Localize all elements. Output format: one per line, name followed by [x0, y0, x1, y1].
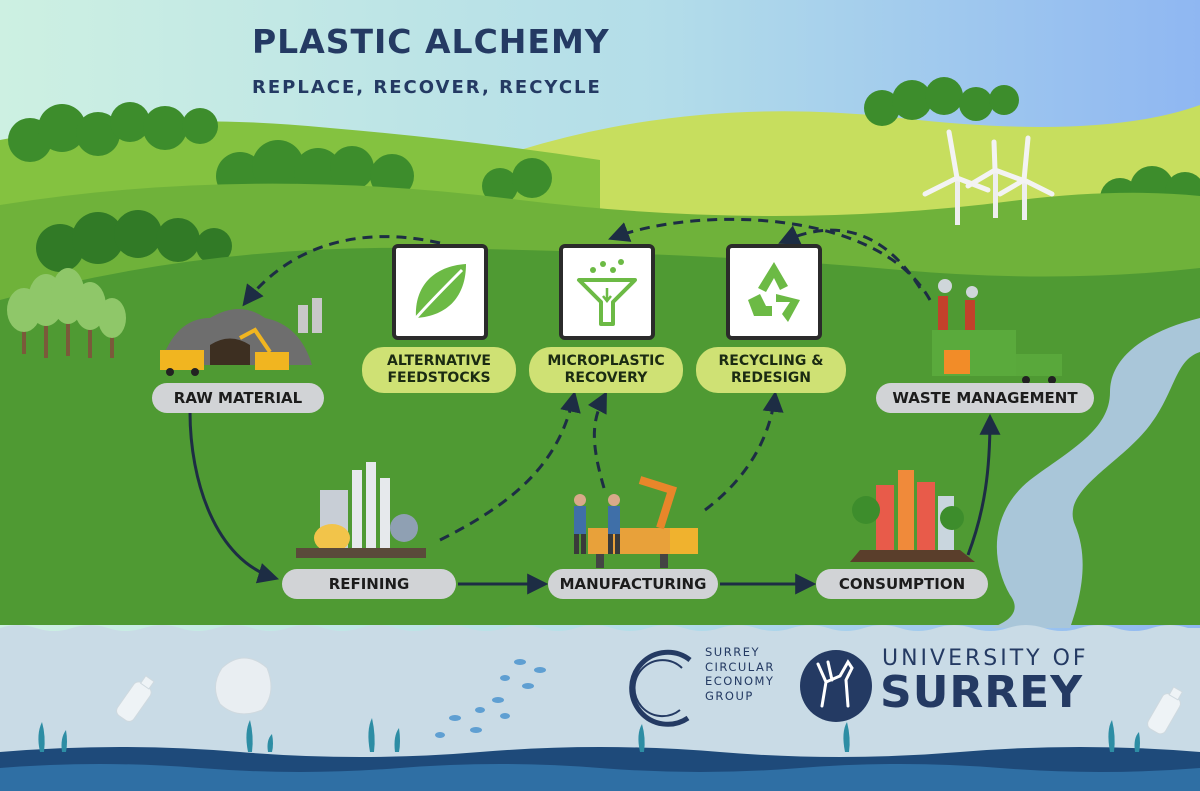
manufacturing-illustration [574, 476, 698, 568]
raw-material-illustration [160, 298, 322, 376]
stage-raw-material: RAW MATERIAL [152, 383, 324, 413]
orchard-trees [7, 268, 126, 358]
leaf-icon [392, 244, 488, 340]
solution-label: MICROPLASTIC RECOVERY [547, 353, 665, 386]
sceg-line: ECONOMY [705, 674, 775, 688]
seaweed [38, 718, 1140, 752]
solution-label: ALTERNATIVE FEEDSTOCKS [387, 353, 491, 386]
arrow-waste-to-microplastic [608, 217, 932, 301]
page-title: PLASTIC ALCHEMY [252, 22, 610, 61]
sceg-line: CIRCULAR [705, 659, 775, 674]
recycle-icon [726, 244, 822, 340]
arrow-manufacturing-to-recycling [704, 390, 784, 512]
solid-flow-arrows [188, 411, 1001, 595]
plastic-bag [215, 657, 272, 715]
mid-trees [36, 210, 232, 272]
university-name-top: UNIVERSITY OF [882, 646, 1089, 671]
arrow-raw-to-refining [188, 411, 280, 584]
solution-microplastic-recovery: MICROPLASTIC RECOVERY [529, 347, 683, 393]
water [0, 625, 1200, 791]
arrow-feedstock-to-raw [242, 235, 441, 307]
stage-waste-management: WASTE MANAGEMENT [876, 383, 1094, 413]
page-subtitle: REPLACE, RECOVER, RECYCLE [252, 77, 602, 98]
stage-manufacturing: MANUFACTURING [548, 569, 718, 599]
consumption-illustration [850, 470, 975, 562]
plastic-bottle-left [116, 675, 155, 722]
arrow-waste-to-recycling [778, 225, 922, 289]
wind-turbines [922, 129, 1055, 225]
refinery-illustration [296, 462, 426, 558]
filter-funnel-icon [559, 244, 655, 340]
plastic-bottle-right [1147, 686, 1184, 735]
seabed-light [0, 764, 1200, 791]
arrow-manufacturing-to-microplastic [587, 391, 607, 489]
stage-consumption: CONSUMPTION [816, 569, 988, 599]
sceg-line: SURREY [705, 645, 760, 659]
university-name-main: SURREY [880, 667, 1084, 718]
sceg-line: GROUP [705, 688, 754, 703]
river [990, 318, 1200, 628]
university-crest [800, 650, 872, 722]
solution-recycling-redesign: RECYCLING & REDESIGN [696, 347, 846, 393]
stage-refining: REFINING [282, 569, 456, 599]
arrow-refining-to-microplastic [439, 390, 581, 542]
sceg-logo-ring [629, 649, 692, 727]
dashed-flow-arrows [242, 217, 932, 542]
arrow-consumption-to-waste [966, 413, 1001, 556]
waste-management-illustration [932, 279, 1062, 384]
sceg-logo-text: SURREY CIRCULAR ECONOMY GROUP [705, 645, 775, 703]
fish-school [435, 659, 546, 738]
solution-label: RECYCLING & REDESIGN [718, 353, 824, 386]
solution-alternative-feedstocks: ALTERNATIVE FEEDSTOCKS [362, 347, 516, 393]
